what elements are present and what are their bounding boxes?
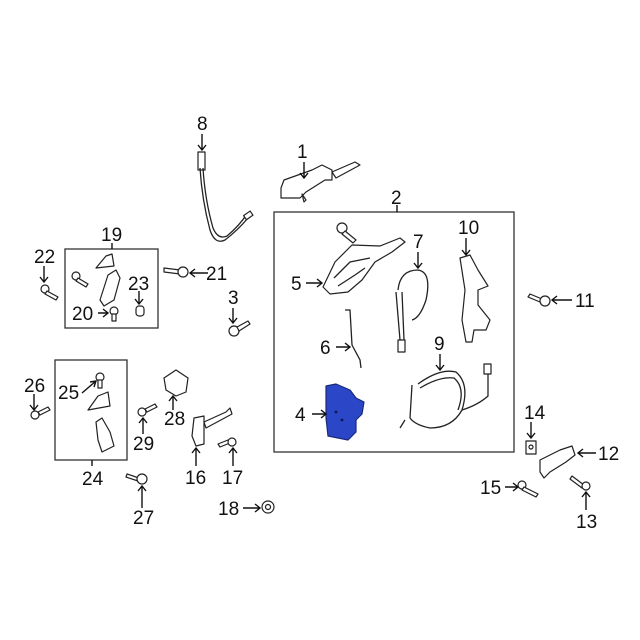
callout-2: 2 [391, 188, 402, 209]
callout-7: 7 [413, 232, 424, 253]
part-15-screw[interactable] [517, 480, 539, 498]
callout-28: 28 [164, 409, 185, 430]
part-24-hinge-parts[interactable] [87, 391, 115, 453]
callout-17: 17 [222, 468, 243, 489]
group-box-2 [273, 211, 515, 453]
part-22-bolt[interactable] [40, 284, 59, 301]
callout-labels: 1 2 3 4 5 6 7 8 9 10 11 12 13 14 15 16 1… [24, 114, 619, 533]
part-29-bolt[interactable] [137, 403, 158, 417]
part-7-cable[interactable] [395, 269, 429, 353]
callout-13: 13 [576, 512, 597, 533]
part-14-clip[interactable] [525, 440, 537, 455]
callout-1: 1 [297, 142, 308, 163]
callout-20: 20 [72, 304, 93, 325]
part-16-door-check[interactable] [191, 407, 233, 447]
part-26-bolt[interactable] [30, 406, 51, 420]
callout-3: 3 [228, 288, 239, 309]
callout-16: 16 [185, 468, 206, 489]
part-27-bolt[interactable] [125, 473, 148, 485]
callout-5: 5 [291, 274, 302, 295]
part-11-bolt[interactable] [527, 293, 551, 307]
part-1-bracket[interactable] [280, 161, 361, 203]
callout-8: 8 [197, 114, 208, 135]
callout-18: 18 [218, 499, 239, 520]
callout-12: 12 [598, 444, 619, 465]
part-5-handle-carrier[interactable] [322, 237, 406, 295]
part-8-cable[interactable] [197, 151, 254, 242]
callout-9: 9 [434, 334, 445, 355]
part-6-rod[interactable] [345, 309, 362, 369]
part-13-bolt[interactable] [569, 475, 591, 491]
callout-27: 27 [133, 508, 154, 529]
part-25-bolt[interactable] [95, 372, 105, 389]
callout-23: 23 [128, 274, 149, 295]
part-screw[interactable] [336, 222, 357, 244]
callout-19: 19 [101, 225, 122, 246]
callout-25: 25 [58, 383, 79, 404]
leader-arrows [29, 134, 596, 513]
part-19-hinge-parts[interactable] [71, 253, 121, 307]
part-12-handle[interactable] [539, 445, 576, 479]
part-20-bolt[interactable] [109, 306, 119, 322]
callout-14: 14 [524, 403, 546, 424]
part-9-cable[interactable] [399, 363, 492, 429]
part-18-nut[interactable] [261, 500, 275, 514]
callout-24: 24 [82, 469, 104, 490]
callout-15: 15 [480, 478, 501, 499]
part-10-bracket[interactable] [459, 254, 491, 343]
callout-10: 10 [458, 218, 479, 239]
part-23-pin[interactable] [135, 305, 145, 317]
group-box-24 [54, 359, 128, 461]
part-17-bolt[interactable] [217, 437, 237, 448]
callout-11: 11 [575, 291, 595, 312]
part-3-bolt[interactable] [228, 320, 251, 337]
callout-29: 29 [133, 434, 154, 455]
part-4-door-latch-highlighted[interactable] [325, 383, 365, 441]
callout-22: 22 [34, 247, 55, 268]
part-21-bolt[interactable] [163, 266, 189, 278]
callout-21: 21 [206, 264, 227, 285]
callout-4: 4 [295, 405, 306, 426]
part-28-hinge-cover[interactable] [163, 369, 189, 397]
callout-26: 26 [24, 376, 45, 397]
callout-6: 6 [320, 338, 331, 359]
